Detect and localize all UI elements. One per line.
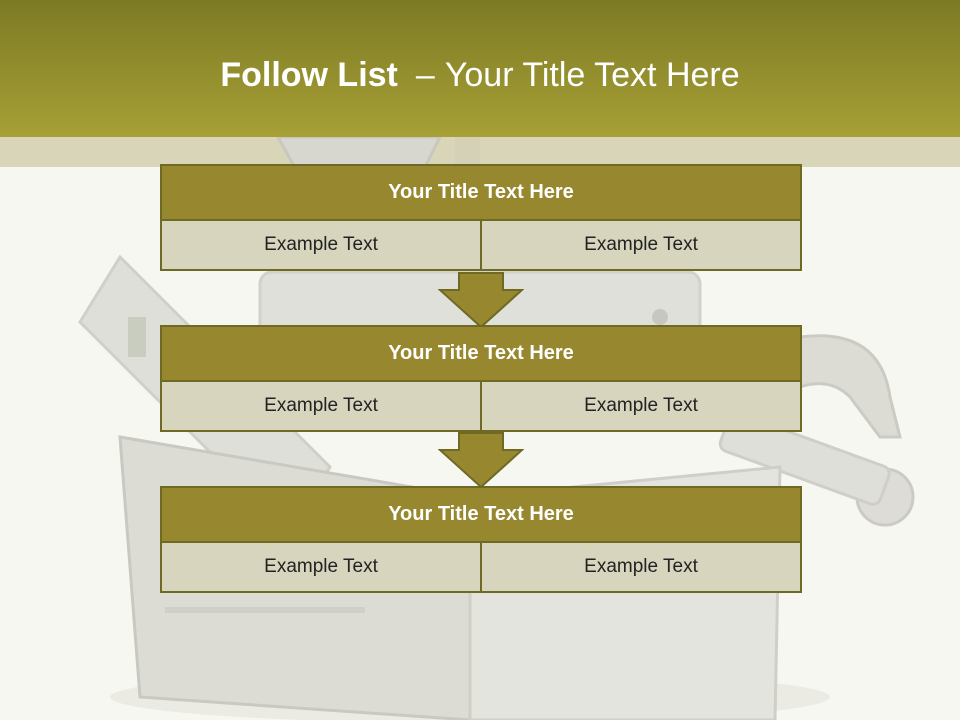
block-title: Your Title Text Here bbox=[160, 164, 802, 221]
list-block-1: Your Title Text Here Example Text Exampl… bbox=[160, 164, 802, 271]
block-cell-right: Example Text bbox=[480, 382, 802, 432]
block-row: Example Text Example Text bbox=[160, 543, 802, 593]
list-block-3: Your Title Text Here Example Text Exampl… bbox=[160, 486, 802, 593]
block-row: Example Text Example Text bbox=[160, 221, 802, 271]
block-title: Your Title Text Here bbox=[160, 486, 802, 543]
down-arrow-icon bbox=[438, 272, 524, 328]
header-bar bbox=[0, 0, 960, 137]
slide-title: Follow List – Your Title Text Here bbox=[0, 0, 960, 150]
block-cell-right: Example Text bbox=[480, 543, 802, 593]
block-cell-left: Example Text bbox=[160, 382, 482, 432]
title-rest: Your Title Text Here bbox=[444, 55, 740, 94]
list-block-2: Your Title Text Here Example Text Exampl… bbox=[160, 325, 802, 432]
block-title: Your Title Text Here bbox=[160, 325, 802, 382]
down-arrow-icon bbox=[438, 432, 524, 488]
block-row: Example Text Example Text bbox=[160, 382, 802, 432]
block-cell-left: Example Text bbox=[160, 543, 482, 593]
block-cell-left: Example Text bbox=[160, 221, 482, 271]
block-cell-right: Example Text bbox=[480, 221, 802, 271]
title-dash: – bbox=[415, 55, 435, 94]
title-bold: Follow List bbox=[220, 55, 398, 94]
